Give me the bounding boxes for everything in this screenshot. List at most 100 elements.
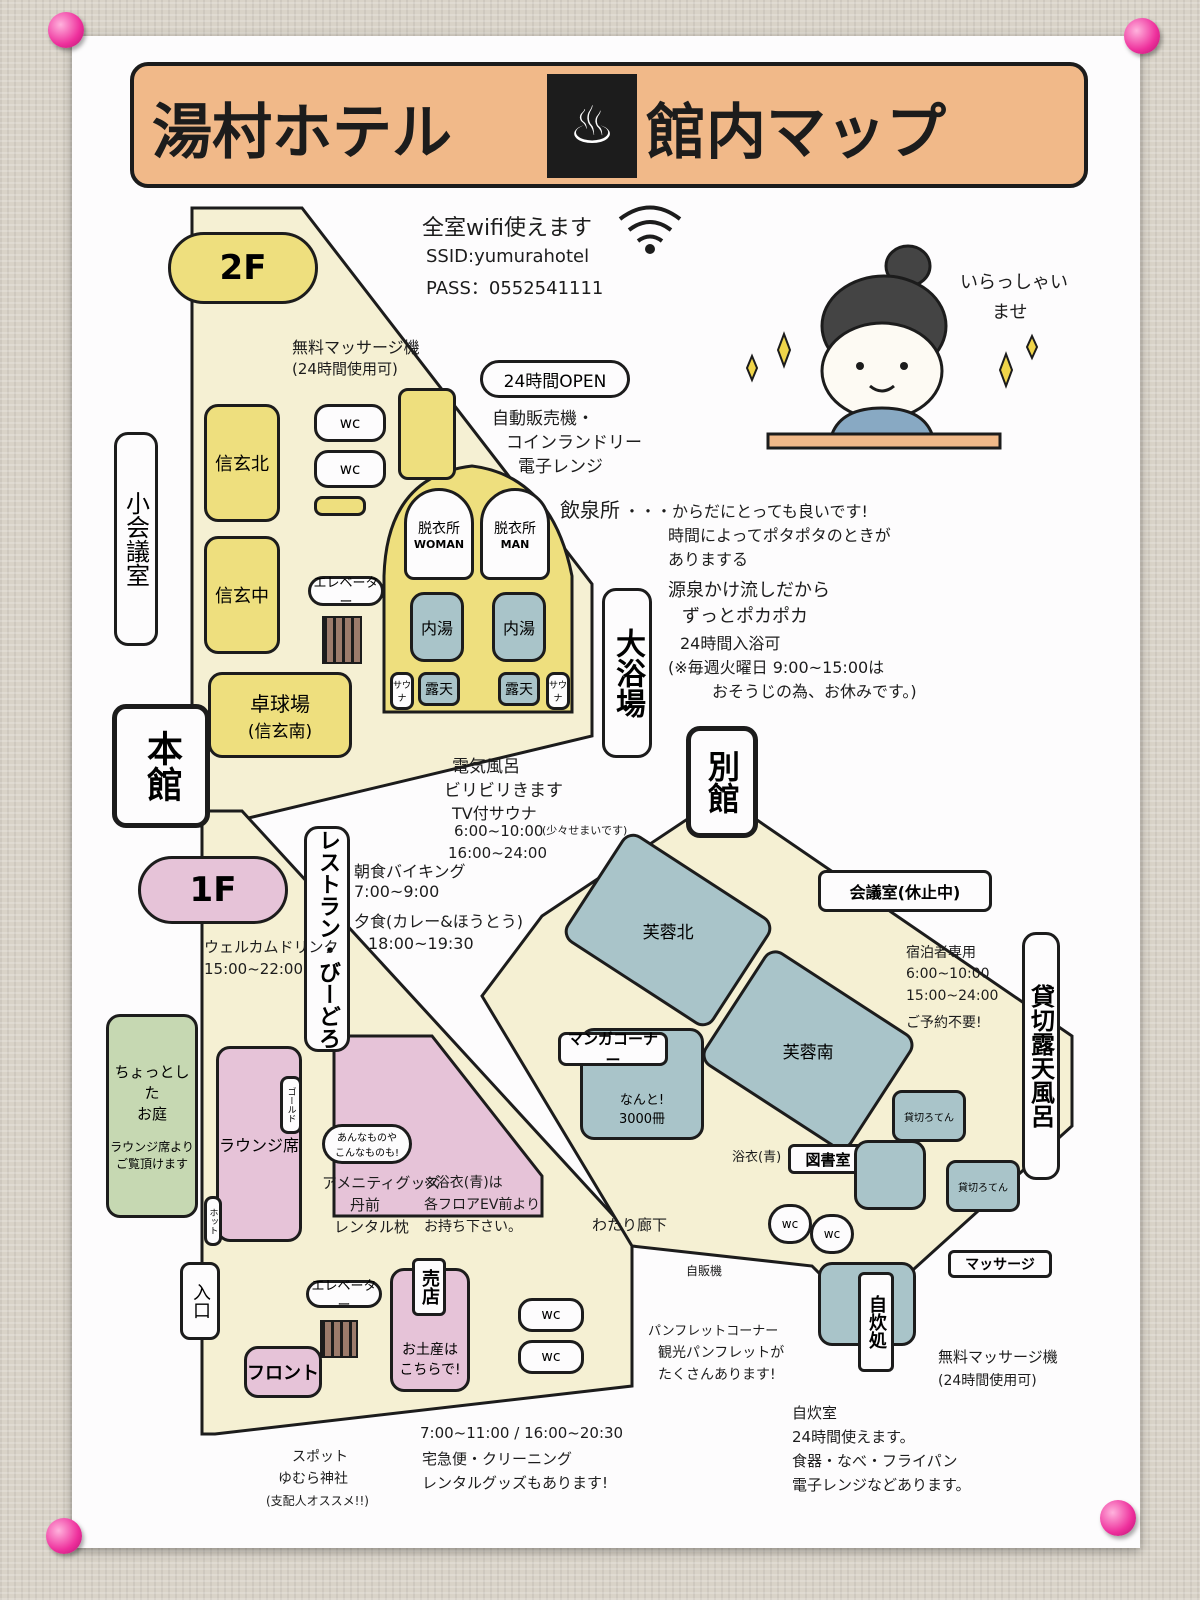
drinking-title: 飲泉所 — [560, 498, 620, 522]
annex-yukata: 浴衣(青) — [732, 1150, 782, 1165]
pingpong-sub: (信玄南) — [247, 722, 313, 742]
kitchen-note-line4: 電子レンジなどあります。 — [792, 1476, 971, 1494]
amenity-line2: 丹前 — [350, 1196, 381, 1214]
souvenir-line1: お土産は — [402, 1342, 458, 1358]
shop-label: 売店 — [419, 1269, 440, 1305]
private-note-line1: 宿泊者専用 — [906, 945, 976, 961]
welcome-line2: 15:00~22:00 — [204, 960, 304, 978]
big-bath-label: 大浴場 — [610, 628, 645, 718]
kitchen-note-line2: 24時間使えます。 — [792, 1428, 915, 1446]
wc-2f-men: wc — [314, 404, 386, 442]
yukata-line2: 各フロアEV前より — [424, 1197, 541, 1213]
manga-label: マンガコーナー — [567, 1030, 658, 1069]
shrine-line2: ゆむら神社 — [278, 1471, 348, 1487]
indoor-bath-men: 内湯 — [492, 592, 546, 662]
elevator-2f: エレベーター — [308, 576, 384, 610]
sauna-men: サウナ — [546, 672, 570, 710]
massage-note-line1: 無料マッサージ機 — [938, 1348, 1058, 1366]
open24-badge: 24時間OPEN — [480, 360, 630, 398]
room-fuyo-north-label: 芙蓉北 — [642, 922, 694, 943]
meeting-room-label: 会議室(休止中) — [849, 883, 961, 902]
room-shingen-north: 信玄北 — [204, 404, 280, 522]
private-bath-sign: 貸切露天風呂 — [1022, 932, 1060, 1180]
amenity-bubble-line1: あんなものや — [337, 1133, 397, 1144]
pushpin-top-right — [1124, 18, 1160, 54]
manga-note-line1: なんと! — [619, 1093, 665, 1108]
yukata-line3: お持ち下さい。 — [424, 1219, 522, 1235]
wc-annex-women-label: wc — [823, 1227, 841, 1241]
hot-drink: ホット — [204, 1196, 222, 1246]
drinking-line3: ありまする — [668, 550, 749, 569]
room-shingen-north-label: 信玄北 — [215, 454, 269, 475]
amenity-line3: レンタル枕 — [334, 1218, 410, 1236]
wc-1f-women-label: wc — [541, 1349, 561, 1365]
pushpin-bottom-left — [46, 1518, 82, 1554]
amenity-line1: アメニティグッズ — [322, 1174, 441, 1192]
changing-room-men: 脱衣所 MAN — [480, 488, 550, 580]
private-bath-2: 貸切ろてん — [946, 1160, 1020, 1212]
amenity-bubble: あんなものや こんなものも! — [322, 1124, 412, 1164]
library-area — [854, 1140, 926, 1210]
title-hotel-name: 湯村ホテル — [152, 98, 452, 168]
indoor-bath-men-label: 内湯 — [502, 619, 535, 638]
garden-line1: ちょっとした — [114, 1062, 190, 1102]
breakfast-line2: 7:00~9:00 — [354, 882, 440, 901]
wc-annex-women: wc — [810, 1214, 854, 1254]
title-banner: 湯村ホテル ♨ 館内マップ — [130, 62, 1088, 188]
electric-line6: (少々せまいです) — [542, 824, 628, 837]
pamphlet-line2: 観光パンフレットが — [658, 1345, 785, 1361]
pingpong-label: 卓球場 — [250, 692, 310, 716]
small-meeting-room: 小会議室 — [114, 432, 158, 646]
amenity-bubble-line2: こんなものも! — [334, 1148, 399, 1159]
drinking-line2: 時間によってポタポタのときが — [668, 526, 891, 545]
electric-line5: 16:00~24:00 — [448, 844, 548, 862]
vending-line1: 自動販売機・ — [492, 409, 594, 429]
small-meeting-label: 小会議室 — [121, 491, 150, 587]
wc-1f-men-label: wc — [541, 1307, 561, 1323]
changing-women-sub: WOMAN — [413, 537, 465, 551]
room-shingen-center-label: 信玄中 — [215, 586, 269, 607]
garden-line4: ご覧頂けます — [115, 1156, 188, 1171]
room-fuyo-south-label: 芙蓉南 — [782, 1042, 834, 1063]
changing-men-sub: MAN — [500, 537, 530, 551]
main-building-sign: 本館 — [112, 704, 210, 828]
floor-2f-label: 2F — [219, 248, 267, 288]
changing-men-label: 脱衣所 — [494, 520, 536, 537]
restaurant-label: レストラン・びーどろ — [315, 829, 340, 1049]
shop-hours-line1: 7:00~11:00 / 16:00~20:30 — [420, 1424, 624, 1442]
entrance[interactable]: 入口 — [180, 1262, 220, 1340]
floor-2f-sign: 2F — [168, 232, 318, 304]
annex-label: 別館 — [703, 750, 741, 814]
garden-line3: ラウンジ席より — [110, 1139, 194, 1154]
outdoor-bath-men: 露天 — [498, 672, 540, 706]
shrine-line1: スポット — [292, 1449, 348, 1465]
vending-area — [398, 388, 456, 480]
sauna-women: サウナ — [390, 672, 414, 710]
shrine-line3: (支配人オススメ!!) — [266, 1494, 369, 1508]
front-desk: フロント — [244, 1346, 322, 1398]
outdoor-bath-women: 露天 — [418, 672, 460, 706]
sauna-men-label: サウナ — [549, 681, 568, 704]
garden: ちょっとした お庭 ラウンジ席より ご覧頂けます — [106, 1014, 198, 1218]
wc-1f-women: wc — [518, 1340, 584, 1374]
meeting-room-annex: 会議室(休止中) — [818, 870, 992, 912]
private-bath-2-label: 貸切ろてん — [958, 1182, 1008, 1194]
floor-1f-label: 1F — [189, 870, 237, 910]
electric-line1: 電気風呂 — [452, 757, 520, 777]
wc-annex-men-label: wc — [781, 1217, 799, 1231]
kitchen-note-line1: 自炊室 — [792, 1404, 838, 1422]
manga-note-line2: 3000冊 — [618, 1112, 666, 1127]
breakfast-line1: 朝食バイキング — [354, 862, 466, 881]
massage-2f-line1: 無料マッサージ機 — [292, 338, 420, 357]
annex-vending: 自販機 — [686, 1264, 723, 1278]
wifi-ssid: SSID:yumurahotel — [426, 246, 590, 267]
breakfast-line3: 夕食(カレー&ほうとう) — [354, 912, 523, 931]
floor-1f-sign: 1F — [138, 856, 288, 924]
greeting-line2: ませ — [992, 302, 1028, 323]
breakfast-line4: 18:00~19:30 — [368, 934, 474, 953]
kitchen-label: 自炊処 — [866, 1295, 887, 1349]
annex-sign: 別館 — [686, 726, 758, 838]
map-poster: 湯村ホテル ♨ 館内マップ 全室wifi使えます SSID:yumurahote… — [72, 36, 1140, 1548]
wc-2f-women-label: wc — [339, 460, 361, 478]
sauna-women-label: サウナ — [393, 681, 412, 704]
